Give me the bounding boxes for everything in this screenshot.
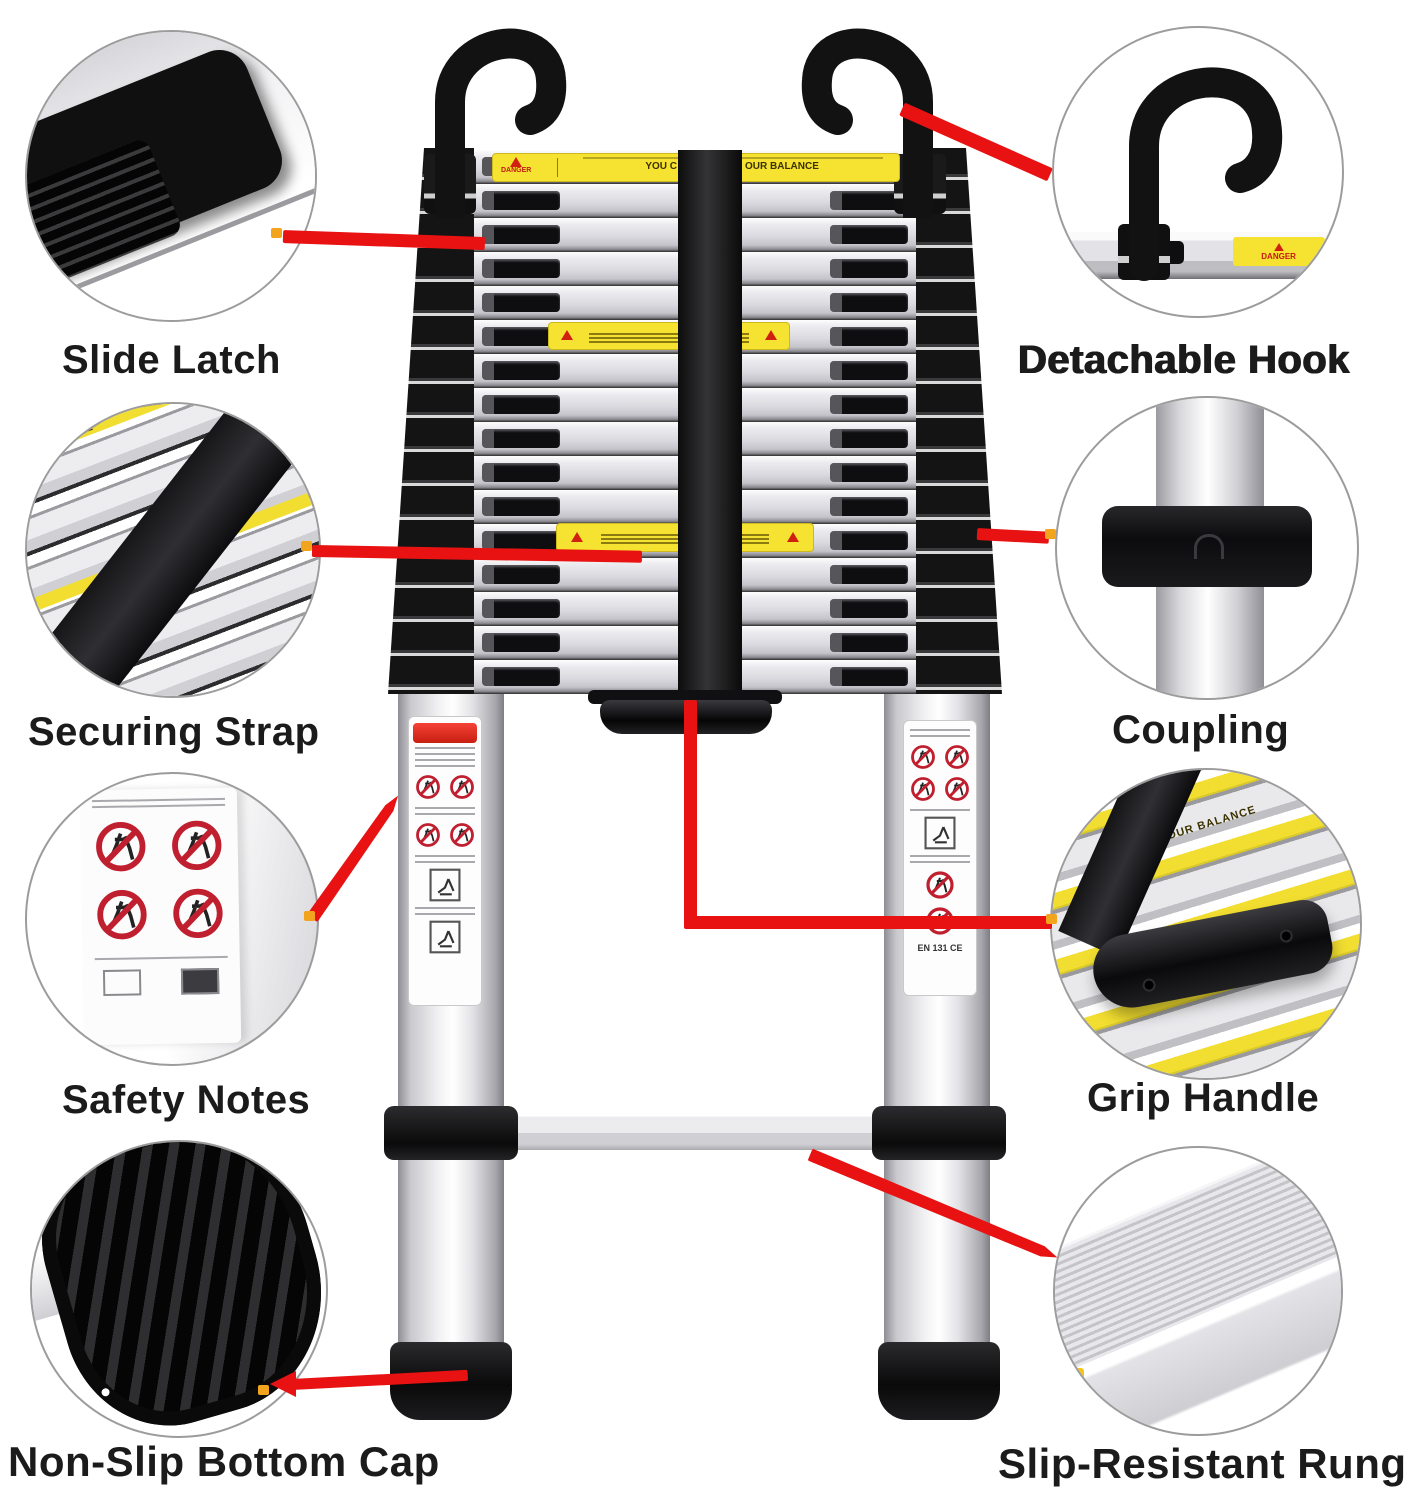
right-leg-safety-label: EN 131 CE bbox=[903, 720, 977, 996]
left-side-column bbox=[388, 148, 474, 694]
safety-notes-label: Safety Notes bbox=[62, 1078, 311, 1122]
text-lines bbox=[409, 907, 481, 915]
slide-latch-tab bbox=[482, 463, 560, 482]
coupling-inset bbox=[1055, 396, 1359, 700]
slide-latch-tab bbox=[482, 225, 560, 244]
danger-text: DANGER bbox=[501, 167, 532, 174]
slide-latch-tab bbox=[482, 667, 560, 686]
slide-latch-tab bbox=[830, 633, 908, 652]
right-side-column bbox=[916, 148, 1002, 694]
prohibition-icons bbox=[409, 771, 481, 803]
slide-latch-tab bbox=[830, 225, 908, 244]
caution-pictogram bbox=[428, 867, 462, 903]
slide-latch-inset bbox=[25, 30, 317, 322]
slide-latch-tab bbox=[830, 395, 908, 414]
slide-latch-tab bbox=[830, 429, 908, 448]
right-bottom-cap bbox=[878, 1342, 1000, 1420]
warning-text-left: YOU C bbox=[645, 161, 677, 172]
coupling-band bbox=[1102, 506, 1312, 587]
bottom-cap-arrowhead bbox=[270, 1371, 296, 1397]
detachable-hooks-icon bbox=[435, 28, 933, 218]
detachable-hook-label: Detachable Hook bbox=[1018, 338, 1351, 382]
slide-latch-tab bbox=[482, 633, 560, 652]
slide-latch-tab bbox=[830, 497, 908, 516]
text-lines bbox=[409, 747, 481, 767]
left-leg-safety-label bbox=[408, 716, 482, 1006]
bottom-cap-label: Non-Slip Bottom Cap bbox=[8, 1438, 440, 1485]
safety-notes-pointer bbox=[307, 792, 404, 922]
warning-text-right: OUR BALANCE bbox=[745, 161, 819, 172]
slide-latch-label: Slide Latch bbox=[62, 338, 281, 382]
caution-pictogram bbox=[923, 815, 957, 851]
prohibition-icons bbox=[904, 773, 976, 805]
text-lines bbox=[409, 855, 481, 863]
safety-label-closeup bbox=[79, 787, 241, 1046]
prohibition-icon bbox=[904, 867, 976, 903]
slide-latch-tab bbox=[482, 293, 560, 312]
prohibition-icons bbox=[904, 741, 976, 773]
rung-surface-closeup bbox=[1055, 1148, 1341, 1434]
danger-label: DANGER bbox=[1232, 236, 1325, 266]
coupling-label: Coupling bbox=[1112, 708, 1290, 752]
slide-latch-tab bbox=[830, 463, 908, 482]
certification-text: EN 131 CE bbox=[917, 943, 963, 953]
slide-latch-tab bbox=[830, 599, 908, 618]
hook-icon bbox=[1118, 67, 1283, 281]
slide-latch-tab bbox=[482, 531, 560, 550]
grip-handle-label: Grip Handle bbox=[1087, 1076, 1320, 1120]
slide-latch-tab bbox=[830, 327, 908, 346]
securing-strap bbox=[678, 150, 742, 700]
caution-pictogram bbox=[428, 919, 462, 955]
prohibition-icons bbox=[409, 819, 481, 851]
slide-latch-tab bbox=[482, 565, 560, 584]
safety-notes-inset bbox=[25, 772, 319, 1066]
grip-handle-pointer-h bbox=[684, 916, 1052, 929]
slide-latch-tab bbox=[482, 327, 560, 346]
grip-handle-inset: YOUR BALANCE bbox=[1050, 768, 1362, 1080]
slip-rung-inset bbox=[1053, 1146, 1343, 1436]
text-lines bbox=[904, 855, 976, 863]
grip-handle-pointer-v bbox=[684, 700, 697, 922]
danger-text: DANGER bbox=[1261, 251, 1296, 261]
slide-latch-tab bbox=[830, 531, 908, 550]
mid-warning-label bbox=[548, 322, 790, 350]
label-red-header bbox=[413, 723, 477, 743]
text-lines bbox=[904, 721, 976, 737]
right-clamp-ring bbox=[872, 1106, 1006, 1160]
slide-latch-tab bbox=[830, 565, 908, 584]
ladder-rung bbox=[474, 456, 916, 490]
securing-strap-label: Securing Strap bbox=[28, 710, 320, 754]
slide-latch-tab bbox=[830, 191, 908, 210]
slide-latch-tab bbox=[482, 361, 560, 380]
slide-latch-tab bbox=[482, 429, 560, 448]
warning-triangle-icon: DANGER bbox=[501, 157, 531, 174]
text-lines bbox=[409, 807, 481, 815]
slide-latch-tab bbox=[482, 599, 560, 618]
slide-latch-tab bbox=[482, 259, 560, 278]
slide-latch-tab bbox=[482, 395, 560, 414]
text-lines bbox=[904, 809, 976, 811]
detachable-hook-inset: DANGER bbox=[1052, 26, 1344, 318]
left-clamp-ring bbox=[384, 1106, 518, 1160]
slip-rung-label: Slip-Resistant Rung bbox=[998, 1440, 1404, 1487]
slide-latch-tab bbox=[482, 191, 560, 210]
slide-latch-tab bbox=[482, 497, 560, 516]
slide-latch-tab bbox=[830, 259, 908, 278]
edge-glint bbox=[1072, 1368, 1085, 1380]
slide-latch-tab bbox=[830, 667, 908, 686]
slide-latch-tab bbox=[830, 293, 908, 312]
slide-latch-closeup bbox=[27, 32, 315, 320]
stabilizer-bar bbox=[518, 1112, 872, 1150]
securing-strap-inset: YOUR BALANCE DANGER bbox=[25, 402, 321, 698]
slide-latch-tab bbox=[830, 361, 908, 380]
